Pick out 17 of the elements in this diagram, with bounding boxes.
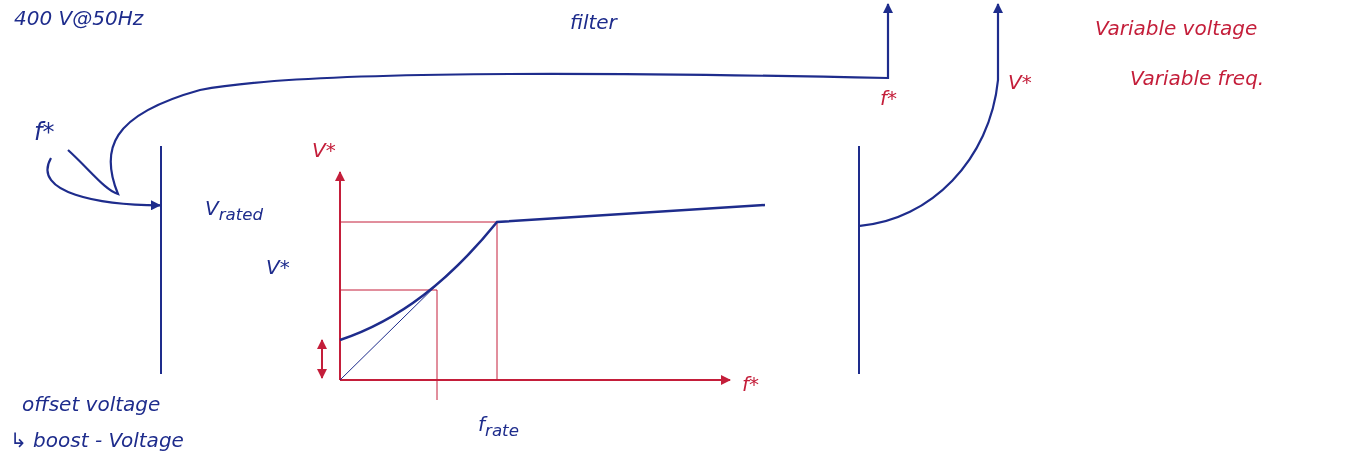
signal-name: f* xyxy=(880,86,898,110)
input-label: f* xyxy=(34,118,68,158)
axis-label: V$_{rated}$ xyxy=(205,196,264,224)
signal-name: V* xyxy=(1008,70,1032,94)
axis-label: V* xyxy=(312,138,336,162)
note-text: offset voltage xyxy=(22,392,161,416)
arrow xyxy=(67,3,893,196)
note-text: Variable freq. xyxy=(1130,66,1265,90)
axis-label: V* xyxy=(266,255,290,279)
axis-label: f* xyxy=(742,372,760,396)
arrow xyxy=(46,157,161,211)
note-text: ↳ boost - Voltage xyxy=(10,428,184,452)
arrow xyxy=(859,3,1003,227)
heading-text: 400 V@50Hz xyxy=(14,6,144,30)
tick-label: f$_{rate}$ xyxy=(478,412,519,440)
heading-text: filter xyxy=(570,10,617,34)
note-text: Variable voltage xyxy=(1095,16,1258,40)
